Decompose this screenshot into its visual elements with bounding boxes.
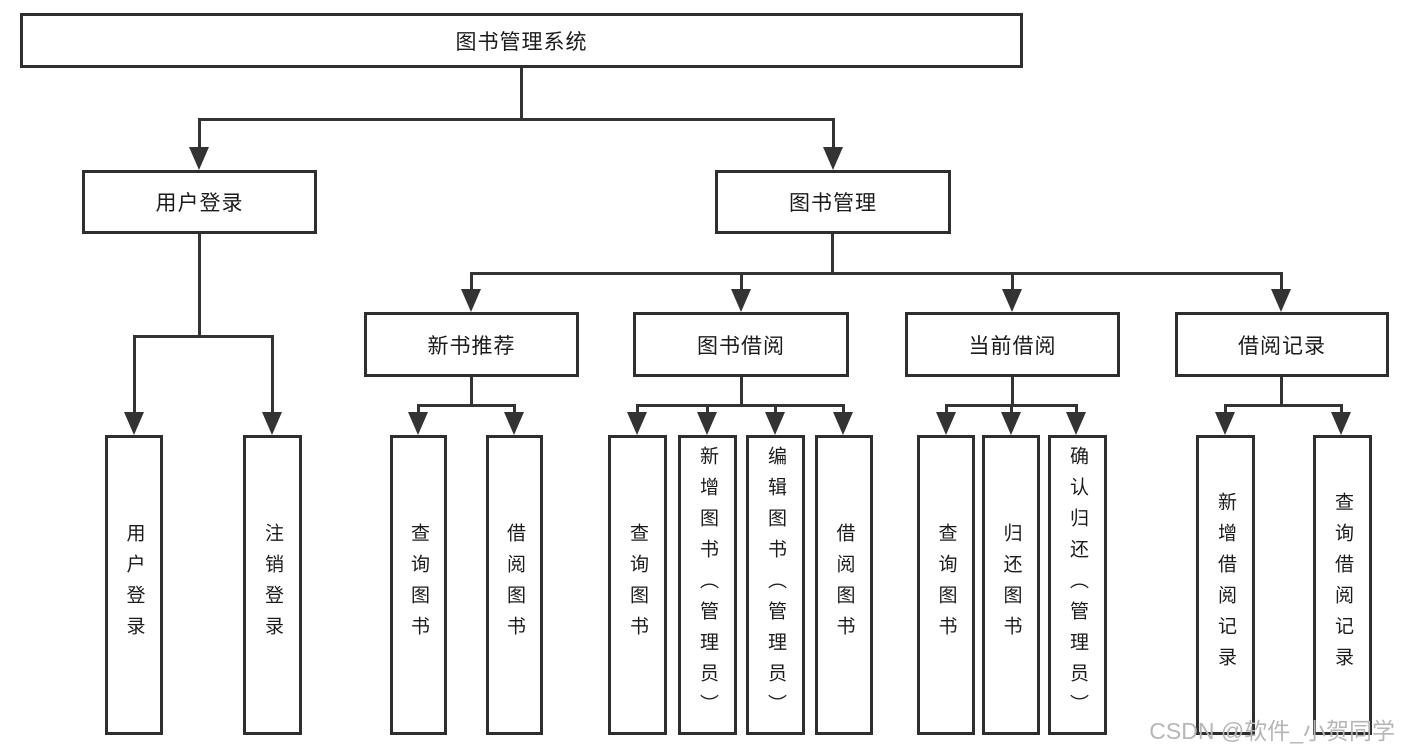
connector-book-management-stem xyxy=(831,234,834,274)
leaf-label: 注销登录 xyxy=(262,523,283,647)
connector-root-stem xyxy=(520,68,523,119)
connector-group-stem xyxy=(1011,377,1014,406)
connector-root-rail xyxy=(198,118,835,121)
node-book-management: 图书管理 xyxy=(715,170,951,234)
connector-level3-drop xyxy=(1011,272,1014,291)
arrowhead xyxy=(1002,289,1022,312)
connector-leaf-drop xyxy=(1075,404,1078,414)
leaf-borrow-books-recommend: 借阅图书 xyxy=(486,435,543,735)
connector-user-login-drop xyxy=(198,118,201,147)
leaf-label: 查询借阅记录 xyxy=(1332,492,1353,678)
arrowhead xyxy=(833,412,853,435)
leaf-label: 查询图书 xyxy=(935,523,957,647)
connector-group-rail xyxy=(1224,404,1342,407)
connector-level3-drop xyxy=(740,272,743,291)
leaf-add-books-admin: 新增图书（管理员） xyxy=(678,435,737,735)
arrowhead xyxy=(189,147,209,170)
connector-leaf-drop xyxy=(1010,404,1013,414)
node-book-borrowing: 图书借阅 xyxy=(633,312,849,377)
arrowhead xyxy=(697,412,717,435)
connector-group-stem xyxy=(740,377,743,406)
connector-leaf-drop xyxy=(706,404,709,414)
connector-leaf-drop xyxy=(133,335,136,414)
connector-leaf-drop xyxy=(636,404,639,414)
arrowhead xyxy=(408,412,428,435)
connector-user-login-rail xyxy=(133,335,274,338)
connector-group-rail xyxy=(417,404,515,407)
connector-book-management-drop xyxy=(832,118,835,147)
arrowhead xyxy=(504,412,524,435)
leaf-label: 借阅图书 xyxy=(833,523,855,647)
leaf-label: 查询图书 xyxy=(408,523,429,647)
node-new-book-recommendation: 新书推荐 xyxy=(364,312,579,377)
leaf-label: 编辑图书（管理员） xyxy=(765,445,786,725)
leaf-query-borrow-record: 查询借阅记录 xyxy=(1313,435,1372,735)
connector-leaf-drop xyxy=(417,404,420,414)
arrowhead xyxy=(823,147,843,170)
arrowhead xyxy=(1066,412,1086,435)
leaf-query-books-borrowing: 查询图书 xyxy=(608,435,667,735)
leaf-label: 确认归还（管理员） xyxy=(1067,445,1088,725)
connector-leaf-drop xyxy=(1340,404,1343,414)
arrowhead xyxy=(262,412,282,435)
arrowhead xyxy=(124,412,144,435)
leaf-label: 借阅图书 xyxy=(504,523,525,647)
arrowhead xyxy=(765,412,785,435)
leaf-add-borrow-record: 新增借阅记录 xyxy=(1196,435,1255,735)
connector-leaf-drop xyxy=(945,404,948,414)
leaf-label: 查询图书 xyxy=(627,523,648,647)
leaf-borrow-books: 借阅图书 xyxy=(815,435,873,735)
csdn-watermark: CSDN @软件_小贺同学 xyxy=(1149,718,1395,744)
leaf-label: 用户登录 xyxy=(123,523,145,647)
leaf-edit-books-admin: 编辑图书（管理员） xyxy=(746,435,805,735)
connector-group-stem xyxy=(1280,377,1283,406)
node-current-borrowing: 当前借阅 xyxy=(905,312,1120,377)
connector-group-rail xyxy=(636,404,845,407)
leaf-confirm-return-admin: 确认归还（管理员） xyxy=(1048,435,1107,735)
arrowhead xyxy=(1331,412,1351,435)
connector-leaf-drop xyxy=(1224,404,1227,414)
leaf-label: 新增借阅记录 xyxy=(1215,492,1236,678)
leaf-label: 新增图书（管理员） xyxy=(697,445,718,725)
connector-leaf-drop xyxy=(271,335,274,414)
node-borrowing-records: 借阅记录 xyxy=(1175,312,1389,377)
node-library-management-system: 图书管理系统 xyxy=(20,13,1023,68)
connector-book-management-rail xyxy=(470,272,1283,275)
arrowhead xyxy=(936,412,956,435)
arrowhead xyxy=(1215,412,1235,435)
leaf-user-login: 用户登录 xyxy=(105,435,163,735)
connector-leaf-drop xyxy=(513,404,516,414)
leaf-query-books-current: 查询图书 xyxy=(917,435,975,735)
arrowhead xyxy=(461,289,481,312)
leaf-return-books: 归还图书 xyxy=(982,435,1040,735)
connector-level3-drop xyxy=(1280,272,1283,291)
connector-leaf-drop xyxy=(774,404,777,414)
leaf-query-books-recommend: 查询图书 xyxy=(390,435,447,735)
leaf-label: 归还图书 xyxy=(1000,523,1022,647)
arrowhead xyxy=(627,412,647,435)
connector-group-stem xyxy=(470,377,473,406)
connector-leaf-drop xyxy=(842,404,845,414)
arrowhead xyxy=(731,289,751,312)
connector-level3-drop xyxy=(470,272,473,291)
leaf-logout: 注销登录 xyxy=(243,435,302,735)
arrowhead xyxy=(1271,289,1291,312)
arrowhead xyxy=(1001,412,1021,435)
node-user-login: 用户登录 xyxy=(82,170,317,234)
connector-user-login-stem xyxy=(198,234,201,338)
